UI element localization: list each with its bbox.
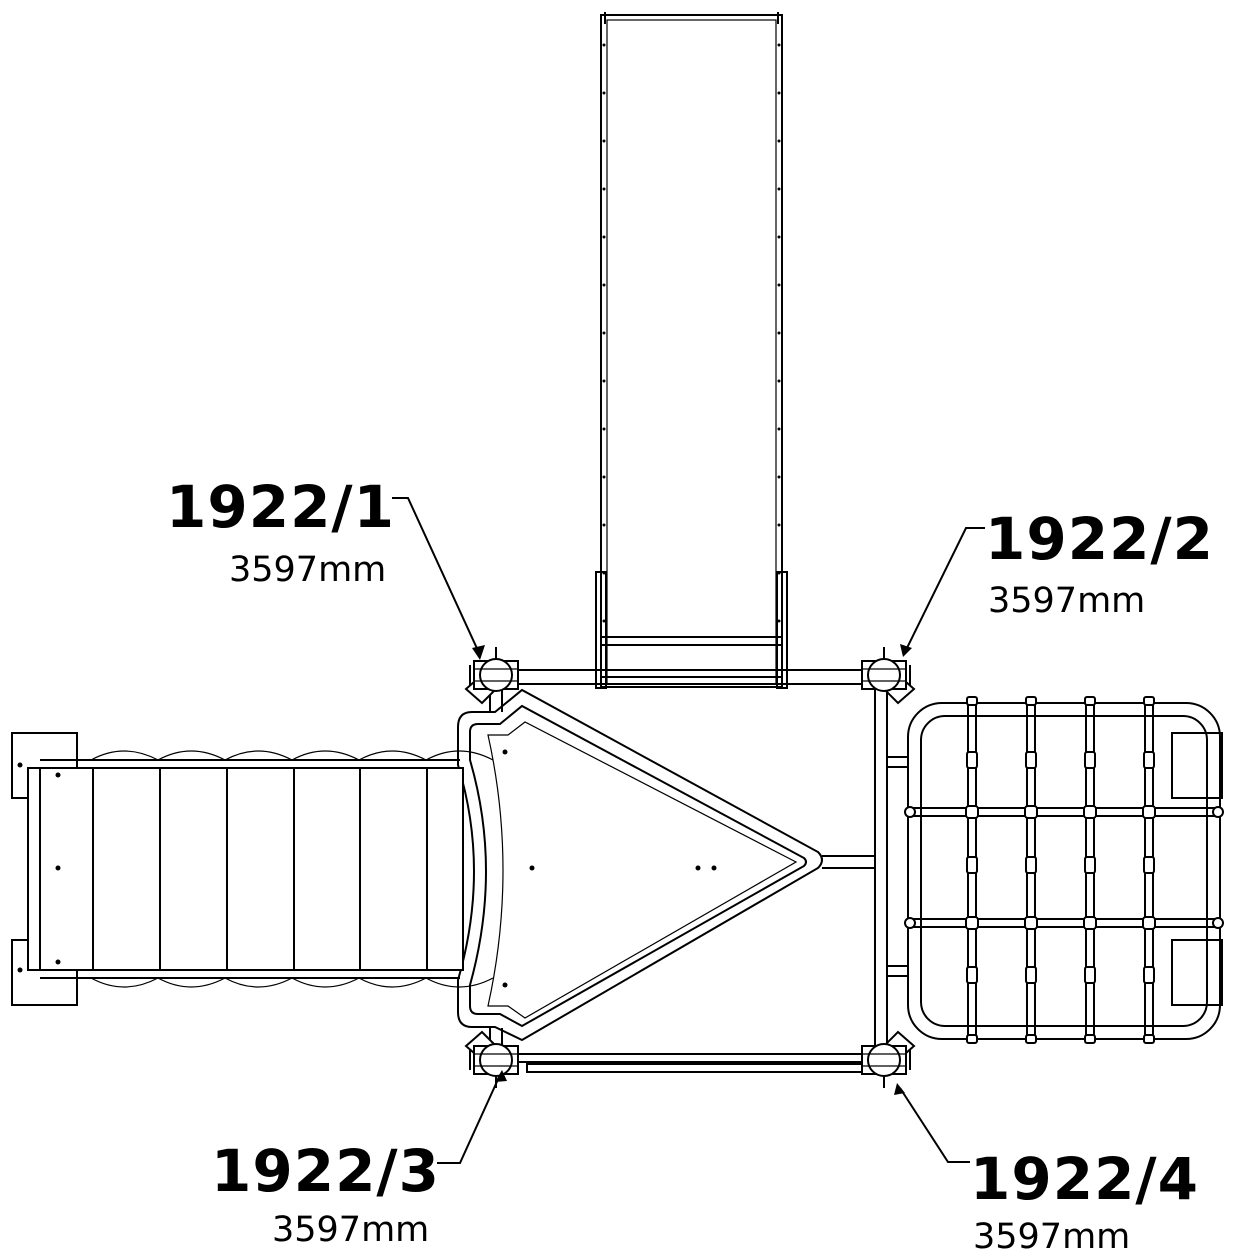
post-3-length: 3597mm <box>272 1210 430 1250</box>
ramp <box>11 732 494 1006</box>
slide <box>595 12 788 689</box>
leader-lines <box>392 497 985 1164</box>
post-4-id: 1922/4 <box>970 1145 1199 1213</box>
corner-posts <box>464 647 916 1088</box>
post-3-id: 1922/3 <box>211 1137 440 1205</box>
post-4-length: 3597mm <box>973 1217 1131 1257</box>
climbing-net <box>887 696 1224 1044</box>
triangle-deck <box>457 688 875 1042</box>
post-1-id: 1922/1 <box>166 473 395 541</box>
post-2-id: 1922/2 <box>985 505 1214 573</box>
post-1-marker <box>464 647 519 705</box>
post-4-marker <box>861 1030 916 1088</box>
post-1-length: 3597mm <box>229 550 387 590</box>
post-2-marker <box>861 647 916 705</box>
post-2-length: 3597mm <box>988 581 1146 621</box>
platform-frame <box>489 669 888 1073</box>
post-3-marker <box>464 1030 519 1088</box>
